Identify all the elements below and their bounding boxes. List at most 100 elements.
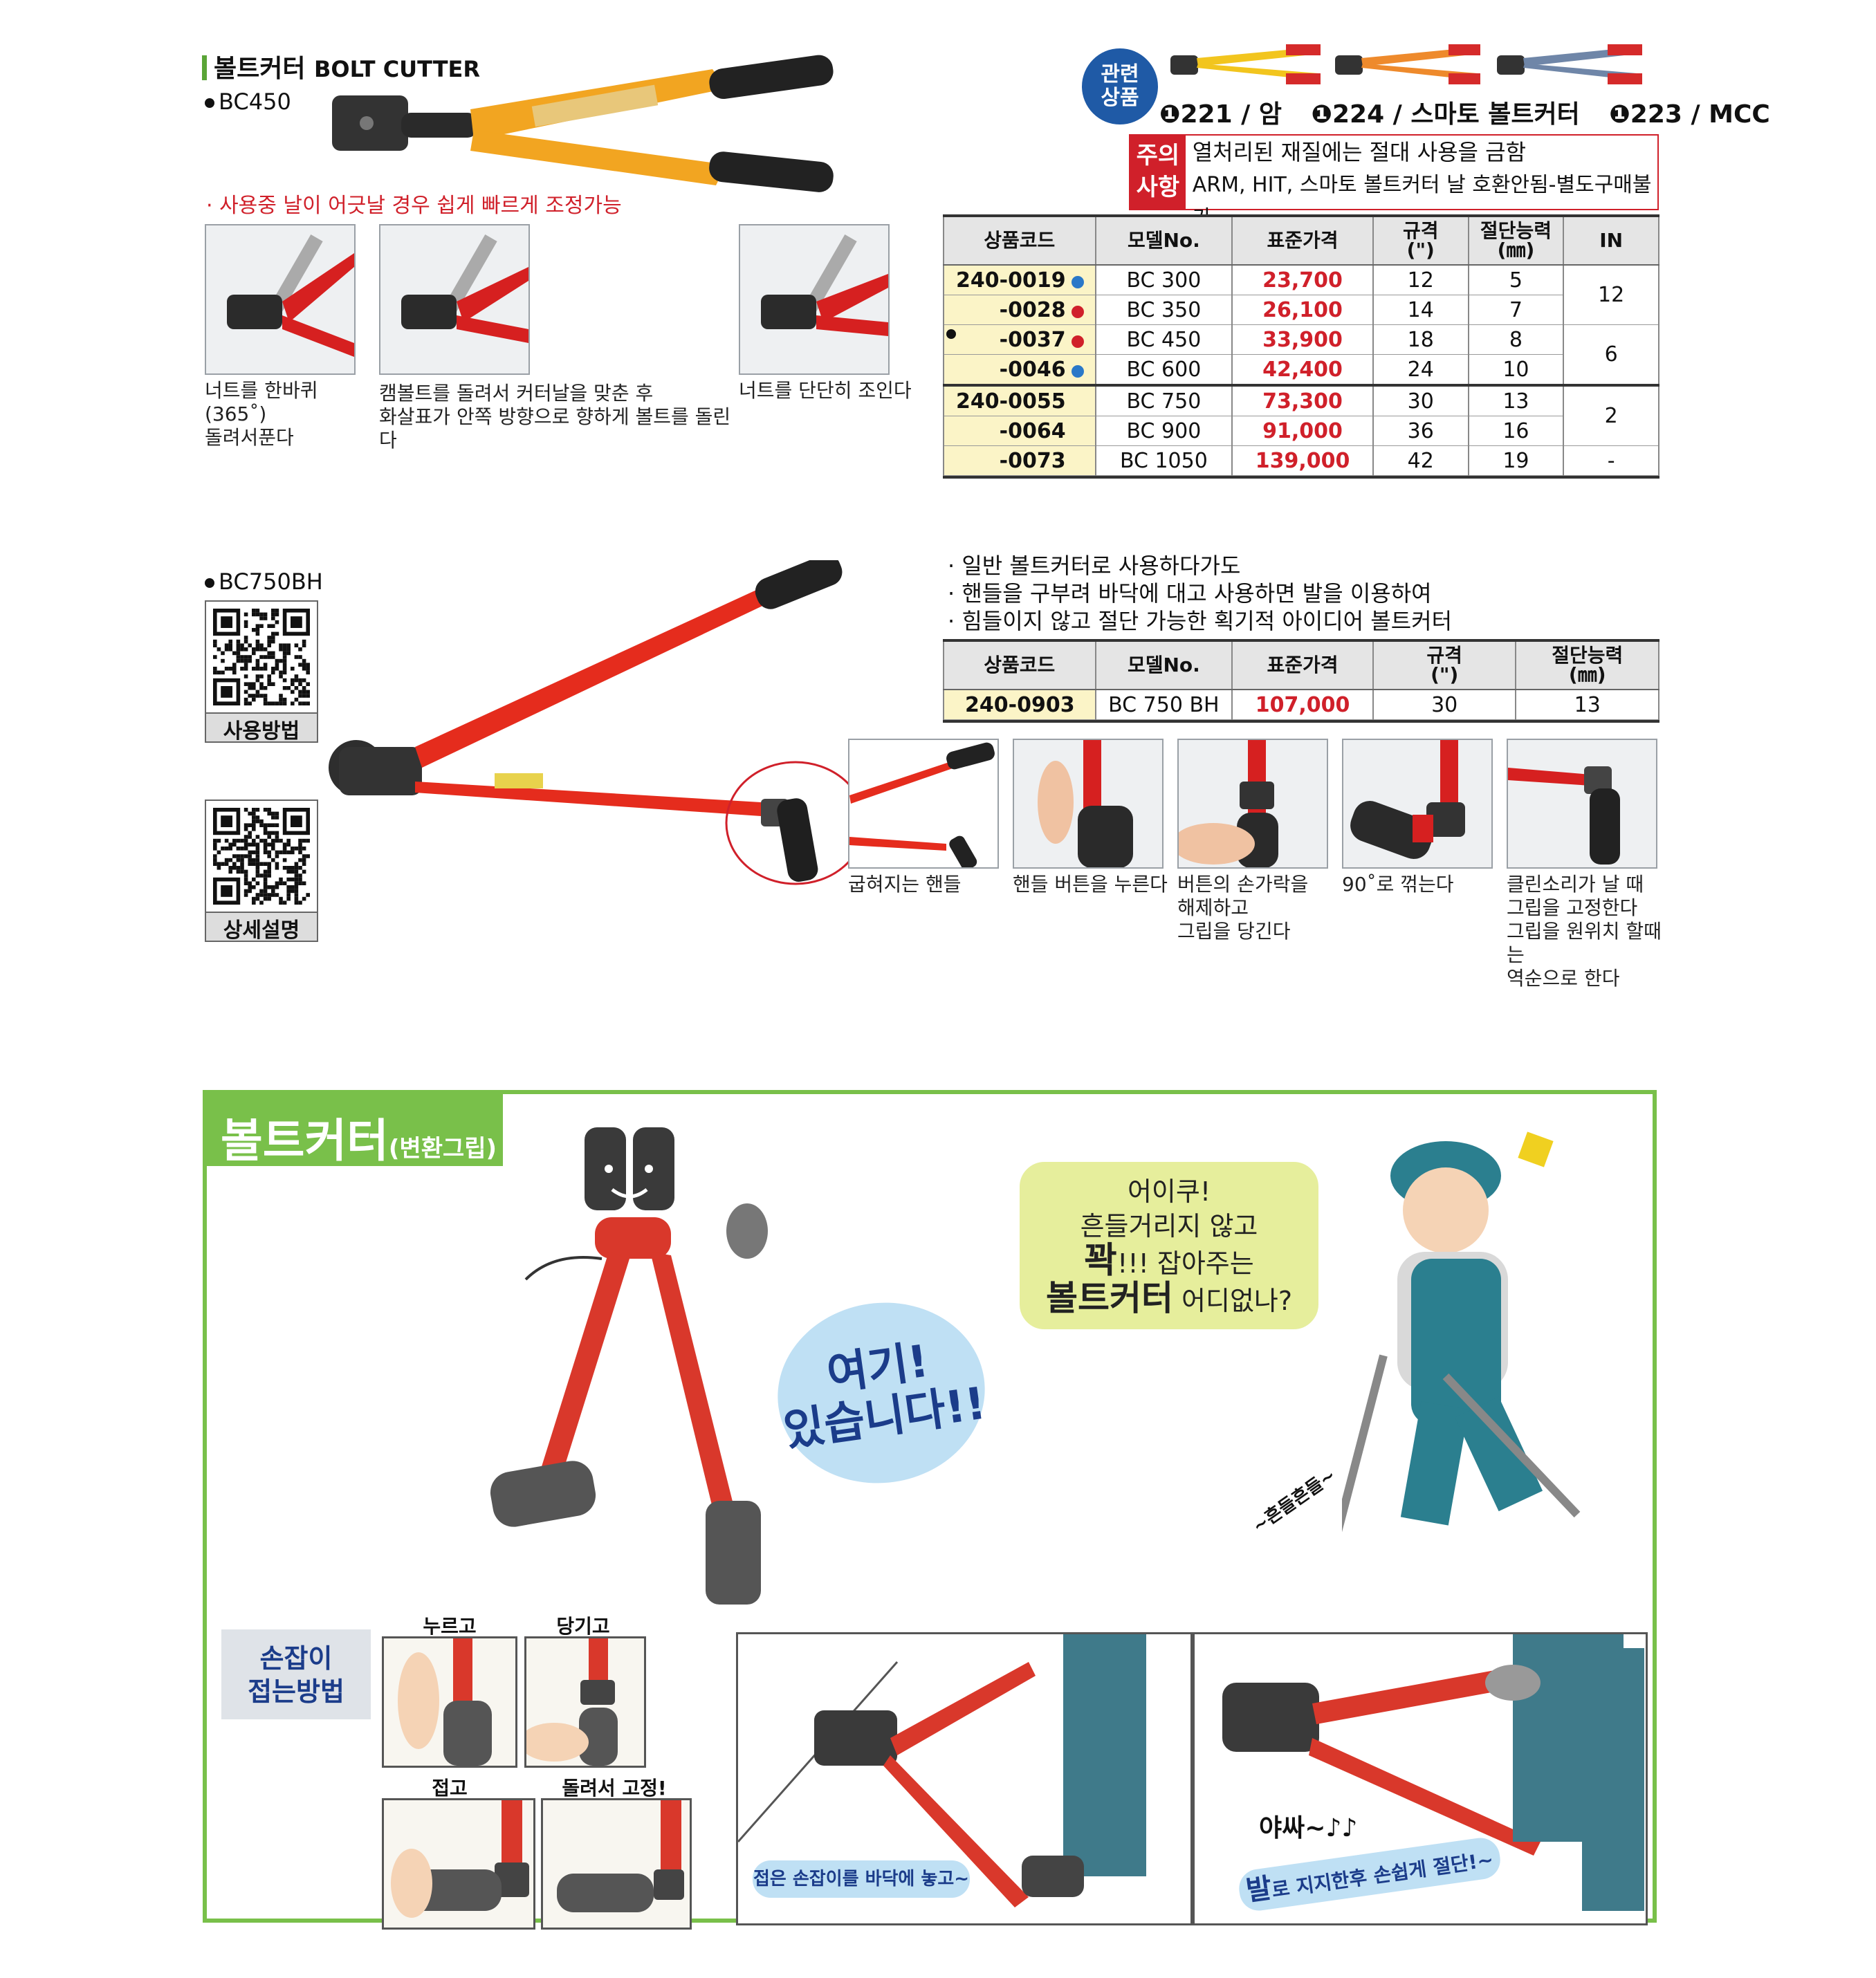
- cartoon-title-sub: (변환그립): [388, 1135, 497, 1163]
- speech-worker-line3-rest: !!! 잡아주는: [1117, 1248, 1254, 1279]
- cell-in: -: [1563, 445, 1659, 476]
- cell-code: -0064: [943, 416, 1096, 446]
- feature-2: · 핸들을 구부려 바닥에 대고 사용하면 발을 이용하여: [948, 580, 1432, 607]
- cell-price: 139,000: [1231, 445, 1374, 476]
- fold-step-image-4: [541, 1798, 692, 1930]
- bh-step-photo-3: [1177, 739, 1328, 869]
- cell-cut: 19: [1467, 445, 1565, 476]
- cell-price: 26,100: [1231, 295, 1374, 325]
- related-item-2-num: ❶: [1311, 100, 1332, 129]
- fold-step-image-3: [382, 1798, 535, 1930]
- adjust-note: · 사용중 날이 어긋날 경우 쉽게 빠르게 조정가능: [206, 194, 622, 218]
- col-in: IN: [1563, 217, 1659, 266]
- caution-label-line1: 주의: [1136, 142, 1180, 169]
- related-badge: 관련 상품: [1082, 48, 1158, 124]
- panel2-sound: 야싸~♪♪: [1259, 1814, 1358, 1842]
- related-item-2-label: 224 / 스마토 볼트커터: [1332, 100, 1580, 129]
- fold-step-label-4: 돌려서 고정!: [562, 1777, 667, 1800]
- qr-usage-label: 사용방법: [205, 712, 318, 743]
- related-item-3[interactable]: ❶223 / MCC: [1609, 100, 1770, 129]
- bh-step-caption-4: 90˚로 꺾는다: [1342, 873, 1454, 896]
- cell-size: 36: [1372, 416, 1469, 446]
- cell-code-text: -0046: [999, 357, 1066, 382]
- table1-header-row: 상품코드 모델No. 표준가격 규격 (") 절단능력 (㎜) IN: [943, 217, 1659, 266]
- cutter-mascot-illustration: [490, 1127, 768, 1605]
- model-bc450: BC450: [205, 89, 291, 115]
- cell-code: 240-0019: [943, 265, 1096, 295]
- cell-model: BC 450: [1094, 324, 1233, 355]
- bc750bh-features: · 일반 볼트커터로 사용하다가도 · 핸들을 구부려 바닥에 대고 사용하면 …: [948, 552, 1452, 635]
- related-item-2[interactable]: ❶224 / 스마토 볼트커터: [1312, 100, 1580, 129]
- cell-model: BC 350: [1094, 295, 1233, 325]
- col-cut: 절단능력 (㎜): [1467, 217, 1565, 266]
- cell-size: 18: [1372, 324, 1469, 355]
- step-caption-2: 캠볼트를 돌려서 커터날을 맞춘 후 화살표가 안쪽 방향으로 향하게 볼트를 …: [379, 382, 731, 452]
- col-price: 표준가격: [1231, 217, 1374, 266]
- cartoon-title-main: 볼트커터: [221, 1114, 389, 1167]
- panel1-caption: 접은 손잡이를 바닥에 놓고~: [753, 1860, 970, 1898]
- bh-step-caption-2: 핸들 버튼을 누른다: [1013, 873, 1168, 896]
- cell-size: 30: [1372, 690, 1517, 720]
- bh-step-photo-5: [1507, 739, 1657, 869]
- fold-step-label-2: 당기고: [556, 1615, 610, 1638]
- caution-label: 주의 사항: [1130, 136, 1186, 209]
- cell-model: BC 750: [1094, 385, 1233, 416]
- cell-price: 23,700: [1231, 265, 1374, 295]
- spec-table-2: 상품코드 모델No. 표준가격 규격 (") 절단능력 (㎜) 240-0903…: [943, 639, 1659, 723]
- qr-detail-label: 상세설명: [205, 912, 318, 943]
- bh-step-photo-2: [1013, 739, 1164, 869]
- cell-code-text: -0064: [999, 418, 1066, 443]
- cell-size: 30: [1372, 385, 1469, 416]
- caution-label-line2: 사항: [1136, 174, 1180, 201]
- step-photo-2: [379, 224, 530, 375]
- cell-code: -0073: [943, 445, 1096, 476]
- cell-code-text: 240-0019: [956, 268, 1066, 293]
- qr-code-detail[interactable]: [205, 799, 318, 913]
- qr-code-usage[interactable]: [205, 600, 318, 714]
- step-photo-3: [739, 224, 890, 375]
- cell-code: -0028: [943, 295, 1096, 325]
- cell-in: 2: [1563, 385, 1659, 446]
- cell-size: 14: [1372, 295, 1469, 325]
- title-accent-bar: [202, 55, 207, 80]
- col-size: 규격 ("): [1372, 217, 1469, 266]
- speech-worker-line4-emphasis: 볼트커터: [1045, 1278, 1173, 1318]
- col-code: 상품코드: [943, 217, 1096, 266]
- cell-cut: 16: [1467, 416, 1565, 446]
- cell-code: 240-0055: [943, 385, 1096, 416]
- related-badge-line2: 상품: [1101, 86, 1139, 110]
- cell-size: 42: [1372, 445, 1469, 476]
- cell-price: 107,000: [1231, 690, 1374, 720]
- step-caption-1: 너트를 한바퀴(365˚) 돌려서푼다: [205, 379, 318, 449]
- cell-code: -0037: [943, 324, 1096, 355]
- cell-code-text: -0028: [999, 297, 1066, 322]
- cell-cut: 13: [1467, 385, 1565, 416]
- related-item-1[interactable]: ❶221 / 암: [1159, 100, 1282, 129]
- related-products-list: ❶221 / 암 ❶224 / 스마토 볼트커터 ❶223 / MCC: [1159, 94, 1770, 130]
- cartoon-title: 볼트커터(변환그립): [203, 1090, 503, 1167]
- color-dot-icon: [1071, 335, 1084, 348]
- fold-label-line2: 접는방법: [248, 1676, 344, 1707]
- feature-1: · 일반 볼트커터로 사용하다가도: [948, 553, 1241, 579]
- related-item-3-num: ❶: [1609, 100, 1630, 129]
- speech-worker-line1: 어이쿠!: [1127, 1176, 1211, 1207]
- fold-step-image-1: [382, 1636, 517, 1768]
- bh-step-caption-5: 클린소리가 날 때 그립을 고정한다 그립을 원위치 할때는 역순으로 한다: [1507, 873, 1662, 990]
- panel2-caption-emphasis: 발: [1244, 1872, 1274, 1907]
- cell-model: BC 1050: [1094, 445, 1233, 476]
- color-dot-icon: [1071, 275, 1084, 288]
- bolt-cutter-bc450-image: [332, 55, 834, 192]
- step-photo-1: [205, 224, 356, 375]
- related-product-1-image: [1170, 44, 1321, 84]
- table2-header-row: 상품코드 모델No. 표준가격 규격 (") 절단능력 (㎜): [943, 642, 1659, 690]
- bullet-icon: [205, 578, 214, 588]
- cell-model: BC 600: [1094, 354, 1233, 386]
- table-row: 240-0903 BC 750 BH 107,000 30 13: [943, 690, 1659, 720]
- cell-model: BC 750 BH: [1094, 690, 1233, 720]
- fold-method-label: 손잡이 접는방법: [221, 1629, 371, 1719]
